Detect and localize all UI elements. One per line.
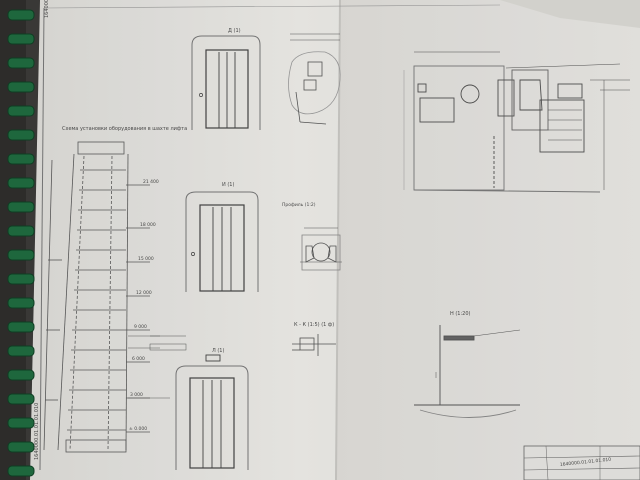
view-label-top: Д (1) xyxy=(228,28,241,34)
level-3: 15 000 xyxy=(138,256,154,262)
level-2: 18 000 xyxy=(140,222,156,228)
view-label-mid: И (1) xyxy=(222,182,234,188)
door-view-top: Д (1) xyxy=(191,28,261,130)
level-1: 21 400 xyxy=(143,179,159,185)
level-labels: 21 400 18 000 15 000 12 000 9 000 6 000 … xyxy=(129,179,159,432)
door-view-mid: И (1) xyxy=(185,182,259,292)
profile-label: Профиль (1:2) xyxy=(282,202,316,208)
stamp-label: 1640000.01.01.01.010 xyxy=(560,457,612,468)
door-view-bottom: Л (1) xyxy=(149,335,249,470)
doc-code-label: 1640000.01.01.01.010 xyxy=(44,0,50,18)
level-5: 9 000 xyxy=(134,324,147,330)
page-fold xyxy=(335,0,341,480)
page-curl xyxy=(500,0,640,28)
frame-top-border xyxy=(43,4,501,9)
plan-view xyxy=(403,51,630,193)
level-8: ± 0.000 xyxy=(129,426,147,432)
frame-left-border xyxy=(39,7,45,471)
spiral-binding xyxy=(0,0,35,480)
detail-section-kk: К - К (1:5) (1 ф) xyxy=(292,322,336,356)
detail-profile: Профиль (1:2) xyxy=(282,202,342,271)
shaft-scheme: Схема установки оборудования в шахте лиф… xyxy=(43,126,187,453)
shaft-title: Схема установки оборудования в шахте лиф… xyxy=(62,126,187,132)
elevation-h: Н (1:20) xyxy=(414,311,521,418)
doc-code-vertical: 1640000.01.01.01.010 xyxy=(34,403,40,460)
detail-top-center xyxy=(288,33,341,125)
section-kk-label: К - К (1:5) (1 ф) xyxy=(294,322,334,328)
level-4: 12 000 xyxy=(136,290,152,296)
view-label-bottom: Л (1) xyxy=(212,348,224,354)
level-7: 3 000 xyxy=(130,392,143,398)
view-h-label: Н (1:20) xyxy=(450,311,471,317)
level-6: 6 000 xyxy=(132,356,145,362)
title-block: 1640000.01.01.01.010 xyxy=(523,445,640,480)
